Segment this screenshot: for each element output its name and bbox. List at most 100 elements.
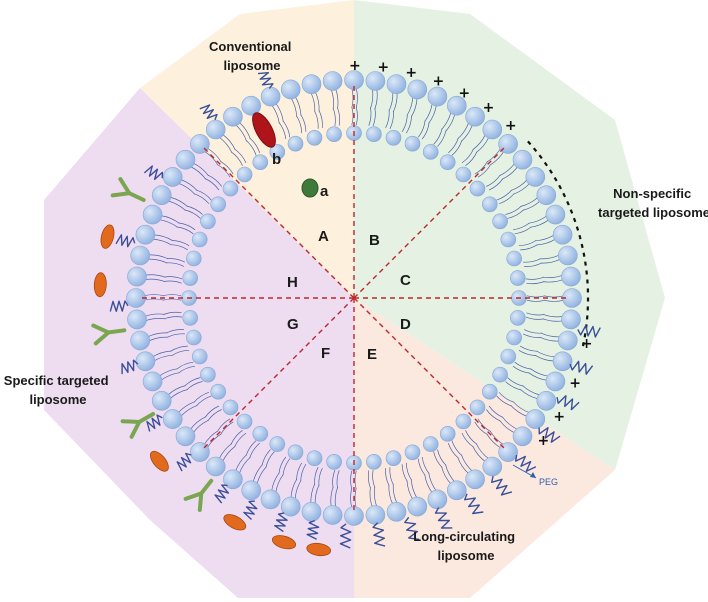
- lipid-tail: [367, 470, 371, 489]
- peg-chain: [121, 359, 139, 375]
- lipid-head-inner: [481, 196, 498, 213]
- lipid-tail: [290, 97, 298, 117]
- lipid-head-inner: [236, 413, 253, 430]
- lipid-tail: [523, 333, 541, 338]
- lipid-head-outer: [322, 505, 343, 525]
- lipid-tail: [163, 311, 182, 315]
- positive-charge: +: [349, 58, 361, 74]
- segment-B: B: [369, 232, 380, 249]
- lipid-tail: [160, 372, 180, 381]
- lipid-tail: [424, 103, 433, 122]
- marker-b: b: [272, 151, 281, 168]
- lipid-head-outer: [545, 204, 566, 225]
- lipid-tail: [160, 215, 180, 224]
- lipid-head-inner: [269, 144, 286, 160]
- lipid-head-outer: [301, 74, 322, 94]
- lipid-tail: [526, 312, 545, 316]
- lipid-tail: [542, 318, 563, 322]
- lipid-tail: [445, 464, 456, 483]
- peg-chain: [404, 516, 420, 541]
- quadrant-nonspecific-lower: [354, 298, 665, 470]
- lipid-tail: [170, 244, 188, 251]
- lipid-head-inner: [422, 144, 439, 160]
- peg-chain: [577, 324, 601, 338]
- lipid-head-inner: [186, 329, 202, 346]
- lipid-tail: [535, 234, 555, 242]
- lipid-tail: [278, 122, 287, 140]
- lipid-tail: [314, 91, 320, 112]
- segment-A: A: [318, 228, 329, 245]
- lipid-head-outer: [162, 167, 183, 187]
- lipid-tail: [512, 401, 530, 414]
- negative-charge-arc: [527, 140, 590, 347]
- lipid-tail: [163, 280, 182, 284]
- lipid-tail: [145, 274, 166, 278]
- lipid-tail: [171, 240, 190, 246]
- lipid-head-outer: [407, 496, 428, 517]
- quadrant-conventional: [140, 0, 354, 298]
- lipid-tail: [388, 91, 394, 112]
- lipid-tail: [204, 178, 220, 191]
- lipid-tail: [310, 483, 316, 504]
- peg-chain: [176, 452, 192, 472]
- lipid-head-outer: [260, 489, 281, 510]
- lipid-tail: [186, 205, 203, 215]
- lipid-tail: [489, 430, 505, 446]
- lipid-tails: [143, 87, 565, 509]
- lipid-head-inner: [439, 154, 456, 170]
- peg-chain: [569, 360, 594, 375]
- lipid-head-outer: [127, 309, 147, 330]
- lipid-tail: [540, 332, 561, 338]
- lipid-tail: [505, 205, 522, 215]
- lipid-tail: [388, 484, 394, 505]
- lipid-tail: [355, 87, 358, 109]
- lipid-head-outer: [482, 456, 503, 477]
- lipid-tail: [410, 479, 418, 499]
- lipid-head-inner: [481, 383, 498, 400]
- lipid-tail: [417, 458, 426, 476]
- lipid-tail: [330, 486, 334, 507]
- lipid-tail: [144, 313, 165, 317]
- peg-chain: [146, 414, 163, 432]
- lipid-head-outer: [241, 480, 261, 501]
- lipid-head-inner: [366, 453, 382, 470]
- lipid-tail: [153, 234, 173, 241]
- ligand: [93, 272, 107, 298]
- peg-chain: [214, 484, 230, 504]
- lipid-head-inner: [236, 166, 253, 183]
- lipid-tail: [235, 124, 247, 142]
- lipid-tail: [314, 484, 320, 505]
- quadrant-nonspecific-mid: [354, 120, 665, 298]
- lipid-tail: [488, 178, 504, 191]
- lipid-tail: [282, 458, 291, 476]
- lipid-head-outer: [525, 167, 546, 187]
- peg-chain: [339, 523, 352, 549]
- lipid-tail: [152, 350, 172, 358]
- lipid-tail: [522, 200, 541, 211]
- segment-D: D: [400, 316, 411, 333]
- lipid-head-outer: [130, 245, 150, 266]
- lipid-head-inner: [200, 213, 216, 230]
- lipid-tail: [300, 114, 307, 132]
- label-conventional: Conventional liposome: [209, 39, 295, 73]
- lipid-tail: [530, 368, 549, 377]
- lipid-tail: [401, 114, 408, 132]
- lipid-head-outer: [557, 330, 578, 351]
- peg-chain: [274, 512, 288, 533]
- lipid-tail: [171, 349, 190, 356]
- lipid-head-inner: [269, 436, 286, 452]
- lipid-tail: [256, 466, 267, 485]
- lipid-tail: [180, 405, 198, 417]
- lipid-tail: [512, 222, 530, 231]
- lipid-tail: [351, 106, 354, 126]
- lipid-tail: [428, 104, 437, 124]
- lipid-tail: [441, 466, 452, 485]
- lipid-tail: [514, 226, 532, 235]
- lipid-tail: [507, 209, 524, 219]
- lipid-tail: [461, 454, 473, 472]
- lipid-tail: [486, 409, 501, 422]
- peg-chain: [257, 72, 274, 89]
- lipid-tail: [265, 451, 275, 468]
- lipid-tail: [249, 442, 260, 459]
